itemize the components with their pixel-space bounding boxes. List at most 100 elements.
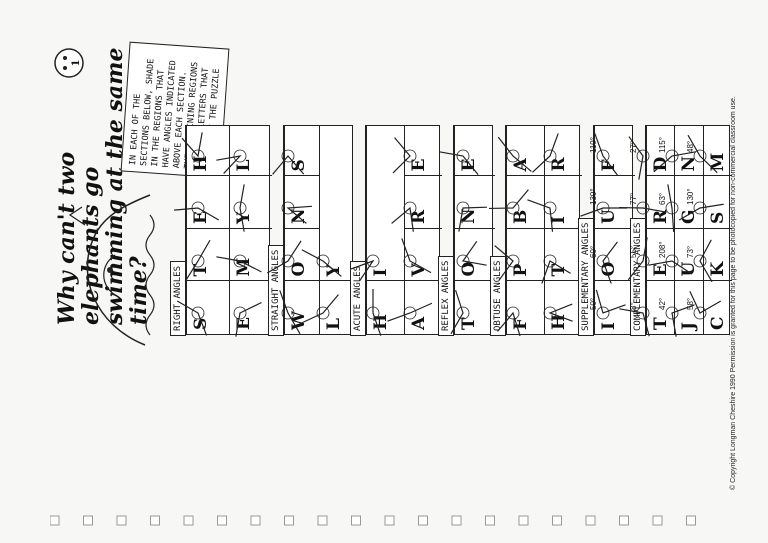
angle-diagram: 115° bbox=[653, 137, 696, 173]
binder-hole bbox=[351, 515, 361, 526]
letter-region[interactable]: N bbox=[281, 176, 320, 229]
letter-region[interactable]: A bbox=[497, 124, 545, 177]
angle-diagram: 8° bbox=[619, 303, 651, 337]
angle-diagram bbox=[301, 249, 342, 277]
angle-diagram bbox=[543, 303, 573, 323]
angle-diagram bbox=[401, 238, 432, 274]
letter-region[interactable]: P bbox=[493, 229, 545, 282]
letter-region[interactable]: E bbox=[173, 176, 230, 229]
letter-region[interactable]: T bbox=[450, 282, 495, 335]
angle-degree-label: 58° bbox=[686, 298, 695, 310]
binder-hole bbox=[418, 515, 428, 526]
angle-diagram bbox=[279, 290, 301, 335]
letter-region[interactable]: R bbox=[391, 176, 442, 233]
letter-region[interactable]: Y bbox=[229, 176, 272, 233]
letter-region[interactable]: T bbox=[184, 229, 230, 282]
binder-hole bbox=[284, 515, 294, 526]
letter-region[interactable]: V bbox=[401, 229, 442, 282]
angle-diagram bbox=[497, 136, 532, 172]
binder-hole bbox=[250, 515, 261, 526]
letter-region[interactable]: B bbox=[488, 176, 545, 229]
copyright-line: © Copyright Longman Cheshire 1990 Permis… bbox=[730, 96, 737, 490]
angle-diagram bbox=[493, 245, 519, 281]
angle-degree-label: 110° bbox=[589, 137, 598, 153]
letter-region[interactable]: O bbox=[455, 229, 495, 282]
letter-region[interactable]: Y bbox=[301, 229, 355, 282]
angle-diagram bbox=[532, 133, 559, 173]
binder-hole bbox=[183, 515, 194, 526]
angle-diagram bbox=[233, 302, 262, 338]
worksheet: Why can't two elephants go swimming at t… bbox=[45, 35, 735, 475]
letter-region[interactable]: N bbox=[455, 176, 495, 233]
angle-diagram: 42° bbox=[658, 298, 695, 338]
angle-diagram bbox=[176, 300, 207, 337]
angle-degree-label: 8° bbox=[629, 303, 638, 311]
angle-degree-label: 42° bbox=[658, 298, 667, 310]
angle-degree-label: 55° bbox=[629, 246, 638, 258]
letter-region[interactable]: I bbox=[349, 229, 405, 282]
angle-diagram bbox=[349, 254, 379, 282]
binder-hole bbox=[619, 515, 629, 526]
letter-region[interactable]: H bbox=[180, 124, 230, 177]
page-number: 1 bbox=[71, 60, 82, 67]
angle-diagram: 55° bbox=[628, 237, 650, 281]
letter-region[interactable]: L bbox=[300, 282, 355, 335]
angle-diagram bbox=[541, 254, 571, 284]
angle-diagram bbox=[488, 189, 529, 215]
letter-region[interactable]: R bbox=[532, 124, 582, 177]
letter-region[interactable]: E bbox=[439, 124, 495, 177]
letter-region[interactable]: E bbox=[230, 282, 273, 338]
angle-diagram: 27° bbox=[628, 136, 650, 180]
angle-degree-label: 60° bbox=[589, 246, 598, 258]
letter-region[interactable]: M bbox=[216, 229, 272, 282]
angle-diagram: 208° bbox=[647, 241, 693, 275]
letter-region[interactable]: F bbox=[496, 282, 545, 337]
letter-region[interactable]: W bbox=[279, 282, 320, 335]
letter-region[interactable]: O bbox=[266, 229, 320, 282]
letter-region[interactable]: L bbox=[216, 124, 272, 177]
letter-region[interactable]: I bbox=[527, 176, 582, 233]
angle-degree-label: 77° bbox=[629, 193, 638, 205]
letter-region[interactable]: H bbox=[366, 282, 405, 337]
angle-diagram bbox=[300, 294, 339, 325]
letter-region[interactable]: E bbox=[392, 124, 442, 177]
binder-hole bbox=[518, 515, 529, 526]
letter-region[interactable]: H bbox=[543, 282, 583, 335]
letter-region[interactable]: T bbox=[541, 229, 582, 284]
binder-hole bbox=[50, 515, 60, 526]
angle-degree-label: 48° bbox=[686, 141, 695, 153]
binder-hole bbox=[451, 515, 462, 526]
binder-holes bbox=[50, 515, 696, 526]
letter-region[interactable]: A bbox=[387, 282, 443, 335]
letter-region[interactable]: S bbox=[272, 124, 320, 177]
angle-degree-label: 130° bbox=[686, 189, 695, 206]
letter-region[interactable]: S bbox=[176, 282, 230, 337]
angle-diagram bbox=[173, 202, 219, 222]
